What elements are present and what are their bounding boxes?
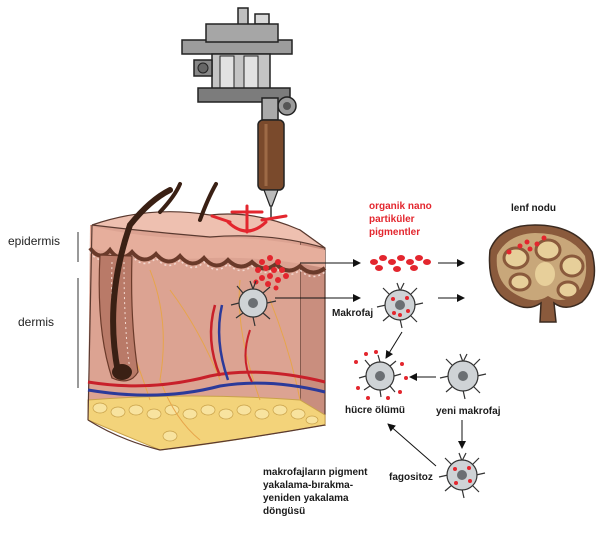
free-pigment-particles [370, 255, 431, 272]
vein [87, 381, 326, 397]
artery [87, 370, 326, 388]
dermis-label: dermis [18, 315, 54, 329]
lymph-node [488, 224, 596, 323]
tattoo-machine [181, 7, 297, 250]
cycle-label-line3: yeniden yakalama [263, 493, 349, 504]
pigments-label-line3: pigmentler [369, 227, 420, 238]
dying-macrophage [354, 350, 408, 400]
cycle-label-line1: makrofajların pigment [263, 467, 368, 478]
cell-death-label: hücre ölümü [345, 405, 405, 416]
new-macrophage [439, 353, 487, 400]
cycle-label-line2: yakalama-bırakma- [263, 480, 353, 491]
pigment-macrophage [376, 282, 424, 329]
pigments-label-line2: partiküler [369, 214, 415, 225]
tattoo-anchor [210, 204, 288, 234]
epidermis-label: epidermis [8, 234, 60, 248]
hair-follicle [98, 182, 218, 382]
cycle-label-line4: döngüsü [263, 506, 305, 517]
lymph-node-label: lenf nodu [511, 203, 556, 214]
phagocytosis-label: fagositoz [389, 472, 433, 483]
new-macrophage-label: yeni makrofaj [436, 406, 501, 417]
macrophage-label: Makrofaj [332, 308, 373, 319]
skin-block [87, 182, 327, 451]
pigments-label-line1: organik nano [369, 201, 432, 212]
phagocytosing-macrophage [438, 452, 486, 499]
skin-macrophage [230, 280, 277, 327]
